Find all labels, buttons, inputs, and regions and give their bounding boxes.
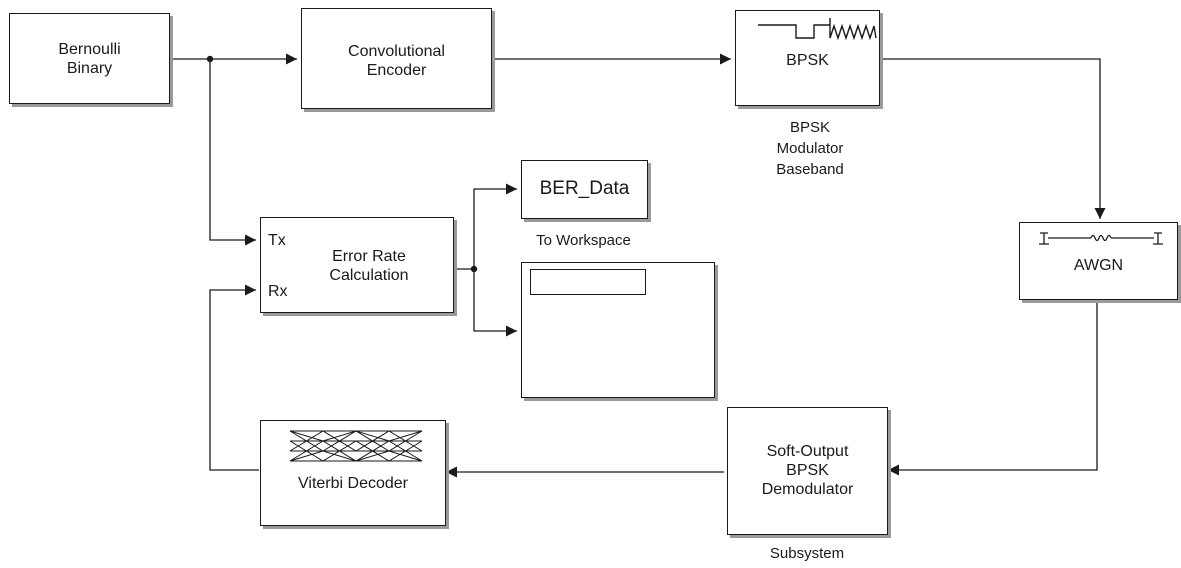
- awgn-channel-block[interactable]: AWGN: [1019, 222, 1178, 300]
- line-bpsk-to-awgn: [880, 58, 1106, 219]
- viterbi-decoder-block[interactable]: Viterbi Decoder: [260, 420, 446, 526]
- bpsk-modulator-label: BPSK: [786, 52, 829, 69]
- branch-point-ber: [470, 265, 478, 273]
- awgn-label: AWGN: [1073, 257, 1124, 274]
- awgn-channel-icon: [1039, 232, 1163, 245]
- soft-output-demodulator-block[interactable]: Soft-Output BPSK Demodulator: [727, 407, 888, 535]
- convolutional-encoder-block[interactable]: Convolutional Encoder: [301, 8, 492, 109]
- error-rate-calculation-block[interactable]: Tx Rx Error Rate Calculation: [260, 217, 454, 313]
- line-viterbi-to-rx: [209, 284, 259, 471]
- trellis-icon: [289, 430, 423, 462]
- to-workspace-block[interactable]: BER_Data: [521, 160, 648, 219]
- branch-point-source: [206, 55, 214, 63]
- to-workspace-variable: BER_Data: [539, 178, 630, 199]
- bpsk-waveform-icon: [758, 18, 877, 41]
- line-branch-to-tx: [209, 59, 256, 246]
- to-workspace-caption: To Workspace: [536, 232, 631, 249]
- bpsk-modulator-block[interactable]: BPSK: [735, 10, 880, 106]
- line-branch-to-scope: [473, 269, 517, 337]
- line-errrate-to-workspace: [454, 183, 517, 270]
- line-awgn-to-demod: [888, 300, 1098, 476]
- soft-output-demodulator-label: Soft-Output BPSK Demodulator: [761, 443, 854, 498]
- bernoulli-binary-label: Bernoulli Binary: [58, 41, 121, 77]
- viterbi-decoder-label: Viterbi Decoder: [298, 475, 408, 492]
- scope-block[interactable]: [521, 262, 715, 398]
- port-rx-label: Rx: [268, 283, 288, 300]
- bpsk-modulator-caption: BPSK Modulator Baseband: [776, 119, 844, 178]
- subsystem-caption: Subsystem: [769, 545, 845, 562]
- convolutional-encoder-label: Convolutional Encoder: [348, 43, 445, 79]
- bernoulli-binary-block[interactable]: Bernoulli Binary: [9, 13, 170, 104]
- scope-display-screen: [530, 269, 646, 295]
- error-rate-label: Error Rate Calculation: [329, 248, 409, 284]
- port-tx-label: Tx: [268, 232, 286, 249]
